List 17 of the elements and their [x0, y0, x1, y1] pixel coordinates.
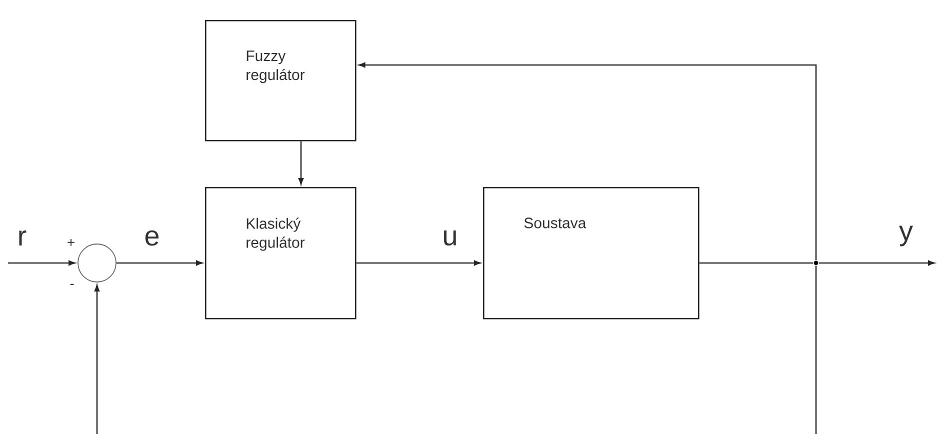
block-box: Soustava	[483, 187, 700, 320]
arrow	[356, 260, 481, 266]
sign-label: +	[68, 238, 74, 246]
signal-label: u	[444, 230, 456, 246]
sign-label: -	[70, 284, 74, 285]
signal-label: r	[19, 230, 26, 246]
arrow	[818, 260, 935, 266]
block-box: Fuzzy regulátor	[205, 20, 356, 142]
arrow	[358, 62, 817, 260]
arrow	[298, 141, 304, 185]
arrow	[116, 260, 203, 266]
signal-label: e	[145, 230, 159, 246]
signal-label: y	[899, 226, 913, 246]
block-box: Klasický regulátor	[205, 187, 356, 320]
summing-junction	[78, 244, 116, 282]
arrow	[94, 284, 100, 434]
arrow	[8, 260, 76, 266]
